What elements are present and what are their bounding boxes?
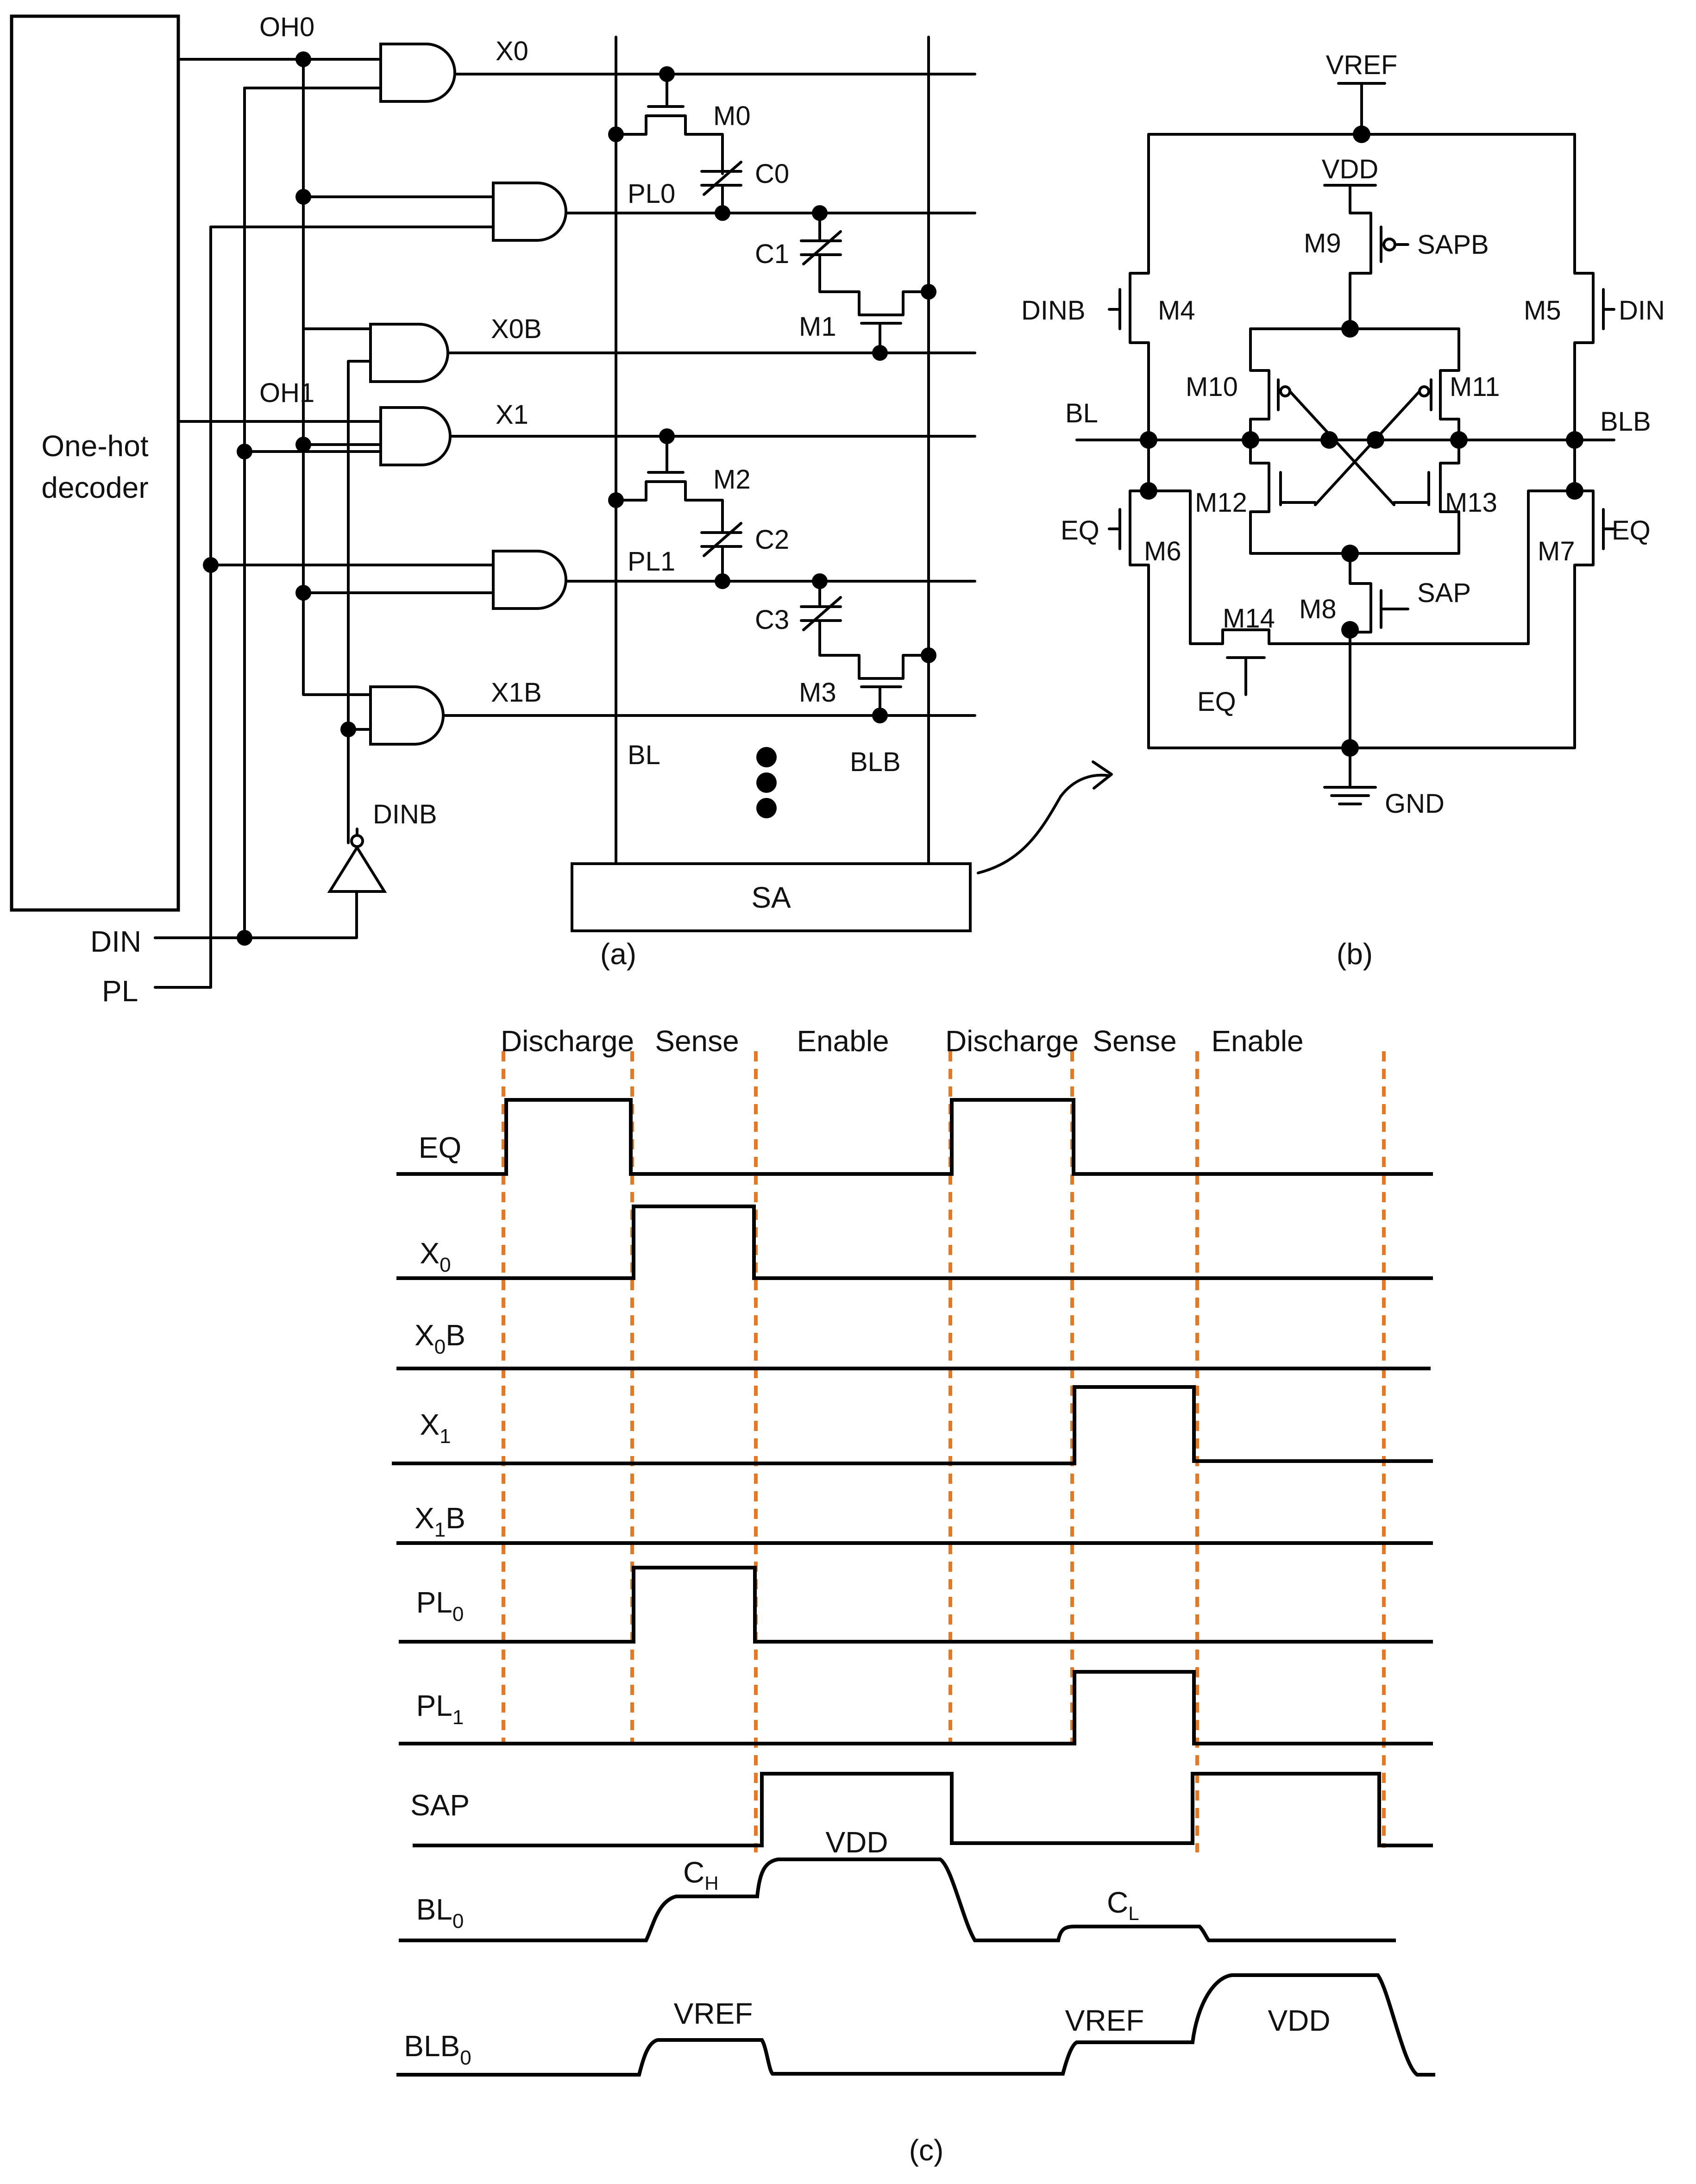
m10-label: M8 <box>1299 594 1337 624</box>
signal-label-eq: EQ <box>419 1131 461 1164</box>
x0-waveform <box>396 1205 1433 1280</box>
din-label-b: DIN <box>1619 295 1665 326</box>
sap-waveform <box>413 1772 1433 1847</box>
m9-label: M9 <box>1304 228 1341 258</box>
annotation-vdd-1: VDD <box>825 1826 888 1859</box>
oh1-label: OH1 <box>259 378 314 408</box>
caption-b: (b) <box>1337 937 1373 971</box>
m3-label: M3 <box>799 678 836 708</box>
phase-label-4: Discharge <box>945 1024 1079 1058</box>
one-hot-decoder-block <box>10 14 180 912</box>
m2-label: M2 <box>713 464 751 495</box>
annotation-cl: CL <box>1107 1886 1139 1924</box>
eq-label-b-m8: EQ <box>1197 687 1236 717</box>
c2-label: C2 <box>755 525 789 555</box>
x0-label: X0 <box>496 36 528 66</box>
eq-waveform <box>396 1098 1433 1176</box>
decoder-label-line1: One-hot <box>41 429 148 463</box>
phase-label-2: Sense <box>655 1024 739 1058</box>
signal-label-x0b: X0B <box>415 1318 465 1358</box>
phase-label-3: Enable <box>797 1024 889 1058</box>
sapb-label: SAPB <box>1417 230 1489 260</box>
panel-c-timing-diagram: Discharge Sense Enable Discharge Sense E… <box>392 1024 1435 2167</box>
signal-labels: EQ X0 X0B X1 X1B PL0 PL1 SAP BL0 BLB0 <box>404 1131 471 2069</box>
bl-label-b: BL <box>1065 398 1098 428</box>
pl1-waveform <box>399 1670 1433 1745</box>
dinb-label: DINB <box>373 799 437 829</box>
pl0-label: PL0 <box>628 179 675 209</box>
m0-label: M0 <box>713 101 751 131</box>
m6-label: M6 <box>1144 536 1181 566</box>
vref-label-b: VREF <box>1326 50 1398 80</box>
annotation-ch: CH <box>683 1856 719 1894</box>
signal-label-x1: X1 <box>420 1408 451 1448</box>
m4-label: M4 <box>1158 295 1195 326</box>
signal-label-x1b: X1B <box>415 1501 465 1541</box>
blb-label-b: BLB <box>1600 407 1651 437</box>
sap-label-b: SAP <box>1417 578 1471 608</box>
bl0-waveform <box>399 1858 1396 1942</box>
m5-label: M5 <box>1524 295 1561 326</box>
m12-label: M11 <box>1450 372 1500 402</box>
pl1-label: PL1 <box>628 546 675 577</box>
phase-label-5: Sense <box>1093 1024 1176 1058</box>
m13-label: M12 <box>1195 488 1247 518</box>
c0-label: C0 <box>755 159 789 189</box>
annotation-vref-1: VREF <box>674 1997 753 2030</box>
oh0-label: OH0 <box>259 12 314 42</box>
phase-guides <box>502 1051 1386 1852</box>
decoder-label-line2: decoder <box>41 471 148 504</box>
din-input-label: DIN <box>90 925 141 958</box>
vdd-label-b: VDD <box>1322 154 1378 184</box>
x1b-label: X1B <box>491 678 542 708</box>
m14-label: M13 <box>1445 488 1497 518</box>
pl-input-label: PL <box>102 974 138 1008</box>
caption-c: (c) <box>909 2134 944 2167</box>
bl-label-a: BL <box>628 740 660 770</box>
signal-label-bl0: BL0 <box>416 1893 464 1933</box>
sense-amp-label: SA <box>751 881 791 914</box>
m1-label: M1 <box>799 312 836 342</box>
x1-waveform <box>392 1385 1433 1465</box>
signal-label-pl1: PL1 <box>416 1689 464 1729</box>
panel-a-array-schematic: One-hot decoder DINB <box>10 12 976 1008</box>
c3-label: C3 <box>755 605 789 635</box>
blb-label-a: BLB <box>850 747 901 777</box>
c1-label: C1 <box>755 239 789 269</box>
phase-label-1: Discharge <box>501 1024 634 1058</box>
annotation-vdd-2: VDD <box>1268 2004 1330 2037</box>
m11-label: M10 <box>1186 372 1238 402</box>
signal-label-pl0: PL0 <box>416 1586 464 1625</box>
m7-label: M7 <box>1538 536 1575 566</box>
eq-label-b-left: EQ <box>1061 515 1099 546</box>
signal-label-x0: X0 <box>420 1236 451 1276</box>
and-gate-x0 <box>379 43 456 103</box>
and-gate-x1 <box>379 406 452 466</box>
and-gate-pl0 <box>492 182 567 242</box>
gnd-label: GND <box>1385 789 1445 819</box>
panel-b-sense-amplifier: VREF VDD M9 SAPB DINB M4 M5 DIN M10 M11 … <box>1021 50 1665 971</box>
dinb-label-b: DINB <box>1021 295 1086 326</box>
signal-label-blb0: BLB0 <box>404 2029 471 2069</box>
phase-label-6: Enable <box>1211 1024 1303 1058</box>
m8-label: M14 <box>1223 603 1275 634</box>
connector-arrow <box>977 760 1113 874</box>
eq-label-b-right: EQ <box>1612 515 1651 546</box>
and-gate-pl1 <box>492 550 567 610</box>
pl0-waveform <box>399 1566 1433 1644</box>
and-gate-x1b <box>369 685 445 746</box>
blb0-waveform <box>396 1973 1435 2077</box>
signal-label-sap: SAP <box>410 1789 470 1822</box>
annotation-vref-2: VREF <box>1065 2004 1144 2037</box>
caption-a: (a) <box>600 937 636 971</box>
and-gate-x0b <box>369 323 449 383</box>
x1-label: X1 <box>496 400 528 430</box>
sense-amp-block <box>571 862 972 932</box>
x0b-label: X0B <box>491 314 542 344</box>
